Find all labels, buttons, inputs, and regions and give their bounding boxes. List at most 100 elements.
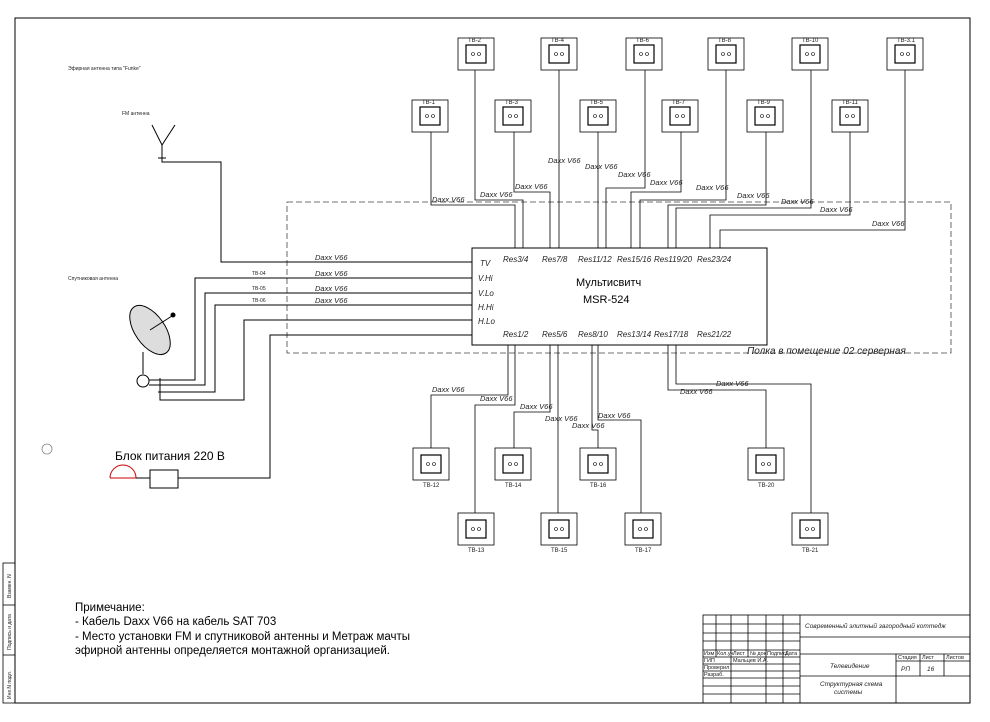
multiswitch-box bbox=[471, 247, 768, 346]
cable-label: Daxx V66 bbox=[515, 182, 548, 191]
multiswitch-model: MSR-524 bbox=[583, 294, 629, 306]
multiswitch-name: Мультисвитч bbox=[576, 277, 641, 289]
tv-outlet-label: TB-1 bbox=[422, 100, 436, 106]
tv-outlet-label: TB-14 bbox=[505, 483, 522, 489]
bottom-port-0: Res1/2 bbox=[503, 330, 529, 339]
stamp-sheet: 16 bbox=[927, 666, 935, 673]
stamp-stage-label: Стадия bbox=[898, 655, 917, 661]
power-supply-symbol bbox=[109, 334, 472, 489]
cable-label: Daxx V66 bbox=[572, 421, 605, 430]
cable-label: Daxx V66 bbox=[585, 162, 618, 171]
cable-run bbox=[597, 345, 642, 513]
input-port-2: V.Lo bbox=[478, 289, 494, 298]
bottom-port-5: Res21/22 bbox=[697, 330, 732, 339]
cable-label: Daxx V66 bbox=[650, 178, 683, 187]
tv-outlet: TB-13 bbox=[457, 512, 495, 554]
tv-outlet: TB-3.1 bbox=[886, 37, 924, 71]
tv-outlet-label: TB-13 bbox=[468, 548, 485, 554]
input-port-0: TV bbox=[480, 259, 491, 268]
cable-run bbox=[513, 132, 551, 248]
input-port-4: H.Lo bbox=[478, 317, 495, 326]
cable-label: Daxx V66 bbox=[716, 379, 749, 388]
tv-outlet-label: TB-3.1 bbox=[897, 38, 916, 44]
terrestrial-antenna-label: Эфирная антенна типа "Funke" bbox=[68, 66, 141, 72]
cable-label: Daxx V66 bbox=[545, 414, 578, 423]
stamp-role-1: Проверил bbox=[704, 665, 729, 671]
shelf-boundary bbox=[286, 201, 952, 354]
bottom-port-3: Res13/14 bbox=[617, 330, 652, 339]
input-port-3: H.Hi bbox=[478, 303, 494, 312]
bottom-port-1: Res5/6 bbox=[542, 330, 568, 339]
side-stamp-3: Инв.N подл. bbox=[7, 671, 13, 699]
input-cable-label-4: Daxx V66 bbox=[315, 296, 348, 305]
tv-outlet: TB-5 bbox=[579, 99, 617, 133]
cable-run bbox=[430, 345, 509, 448]
side-stamp-2: Подпись и дата bbox=[7, 614, 13, 650]
top-port-3: Res15/16 bbox=[617, 255, 652, 264]
cable-run bbox=[513, 345, 551, 448]
stamp-section: Телевидение bbox=[830, 662, 870, 670]
stamp-drawing-2: системы bbox=[834, 689, 863, 696]
cable-label: Daxx V66 bbox=[872, 219, 905, 228]
top-port-5: Res23/24 bbox=[697, 255, 732, 264]
tv-outlet-label: TB-9 bbox=[757, 100, 771, 106]
tv-outlet-label: TB-12 bbox=[423, 483, 440, 489]
tv-outlet: TB-10 bbox=[791, 37, 829, 71]
tv-outlet-label: TB-2 bbox=[468, 38, 482, 44]
stamp-col-0: Изм bbox=[704, 651, 714, 657]
feed-label-2: TB-05 bbox=[252, 286, 266, 292]
tv-outlet-label: TB-20 bbox=[758, 483, 775, 489]
satellite-dish-symbol bbox=[129, 305, 176, 388]
input-cable-label-3: Daxx V66 bbox=[315, 284, 348, 293]
hole-marker bbox=[41, 443, 53, 455]
power-supply-label: Блок питания 220 В bbox=[115, 449, 225, 463]
tv-outlet: TB-2 bbox=[457, 37, 495, 71]
cable-label: Daxx V66 bbox=[696, 183, 729, 192]
top-port-2: Res11/12 bbox=[578, 255, 612, 264]
top-port-1: Res7/8 bbox=[542, 255, 568, 264]
tv-outlet-label: TB-6 bbox=[636, 38, 650, 44]
feed-label-3: TB-06 bbox=[252, 298, 266, 304]
cable-run bbox=[630, 132, 682, 248]
stamp-gip-name: Мальцев И.А. bbox=[733, 658, 769, 664]
tv-outlet: TB-3 bbox=[494, 99, 532, 133]
cable-run bbox=[709, 132, 851, 248]
stamp-col-4: Подпись bbox=[767, 651, 789, 657]
cable-run bbox=[591, 345, 599, 448]
input-cable-label-1: Daxx V66 bbox=[315, 253, 348, 262]
tv-outlet-label: TB-15 bbox=[551, 548, 568, 554]
cable-run bbox=[667, 345, 767, 448]
stamp-role-2: Разраб. bbox=[704, 672, 724, 678]
cable-label: Daxx V66 bbox=[781, 197, 814, 206]
cable-run bbox=[675, 70, 812, 248]
tv-outlet-label: TB-8 bbox=[718, 38, 732, 44]
cable-run bbox=[605, 70, 646, 248]
stamp-stage: РП bbox=[901, 666, 910, 673]
cable-run bbox=[719, 70, 906, 248]
note-title: Примечание: bbox=[75, 602, 145, 614]
tv-outlet-label: TB-16 bbox=[590, 483, 607, 489]
tv-outlet: TB-14 bbox=[494, 447, 532, 489]
cable-label: Daxx V66 bbox=[680, 387, 713, 396]
stamp-sheet-label: Лист bbox=[922, 655, 934, 661]
tv-outlet-label: TB-21 bbox=[802, 548, 819, 554]
stamp-col-5: Дата bbox=[785, 651, 798, 657]
cable-label: Daxx V66 bbox=[598, 411, 631, 420]
cable-label: Daxx V66 bbox=[548, 156, 581, 165]
feed-label-1: TB-04 bbox=[252, 271, 266, 277]
bottom-port-2: Res8/10 bbox=[578, 330, 608, 339]
sheet-frame bbox=[14, 17, 971, 704]
tv-outlet: TB-17 bbox=[624, 512, 662, 554]
sat-feed-lines bbox=[149, 277, 472, 401]
tv-outlet: TB-8 bbox=[707, 37, 745, 71]
cable-run bbox=[675, 345, 812, 513]
cable-run bbox=[474, 70, 524, 248]
top-port-0: Res3/4 bbox=[503, 255, 529, 264]
fm-antenna-symbol bbox=[151, 124, 472, 263]
tv-outlet: TB-11 bbox=[831, 99, 869, 133]
cable-label: Daxx V66 bbox=[480, 394, 513, 403]
